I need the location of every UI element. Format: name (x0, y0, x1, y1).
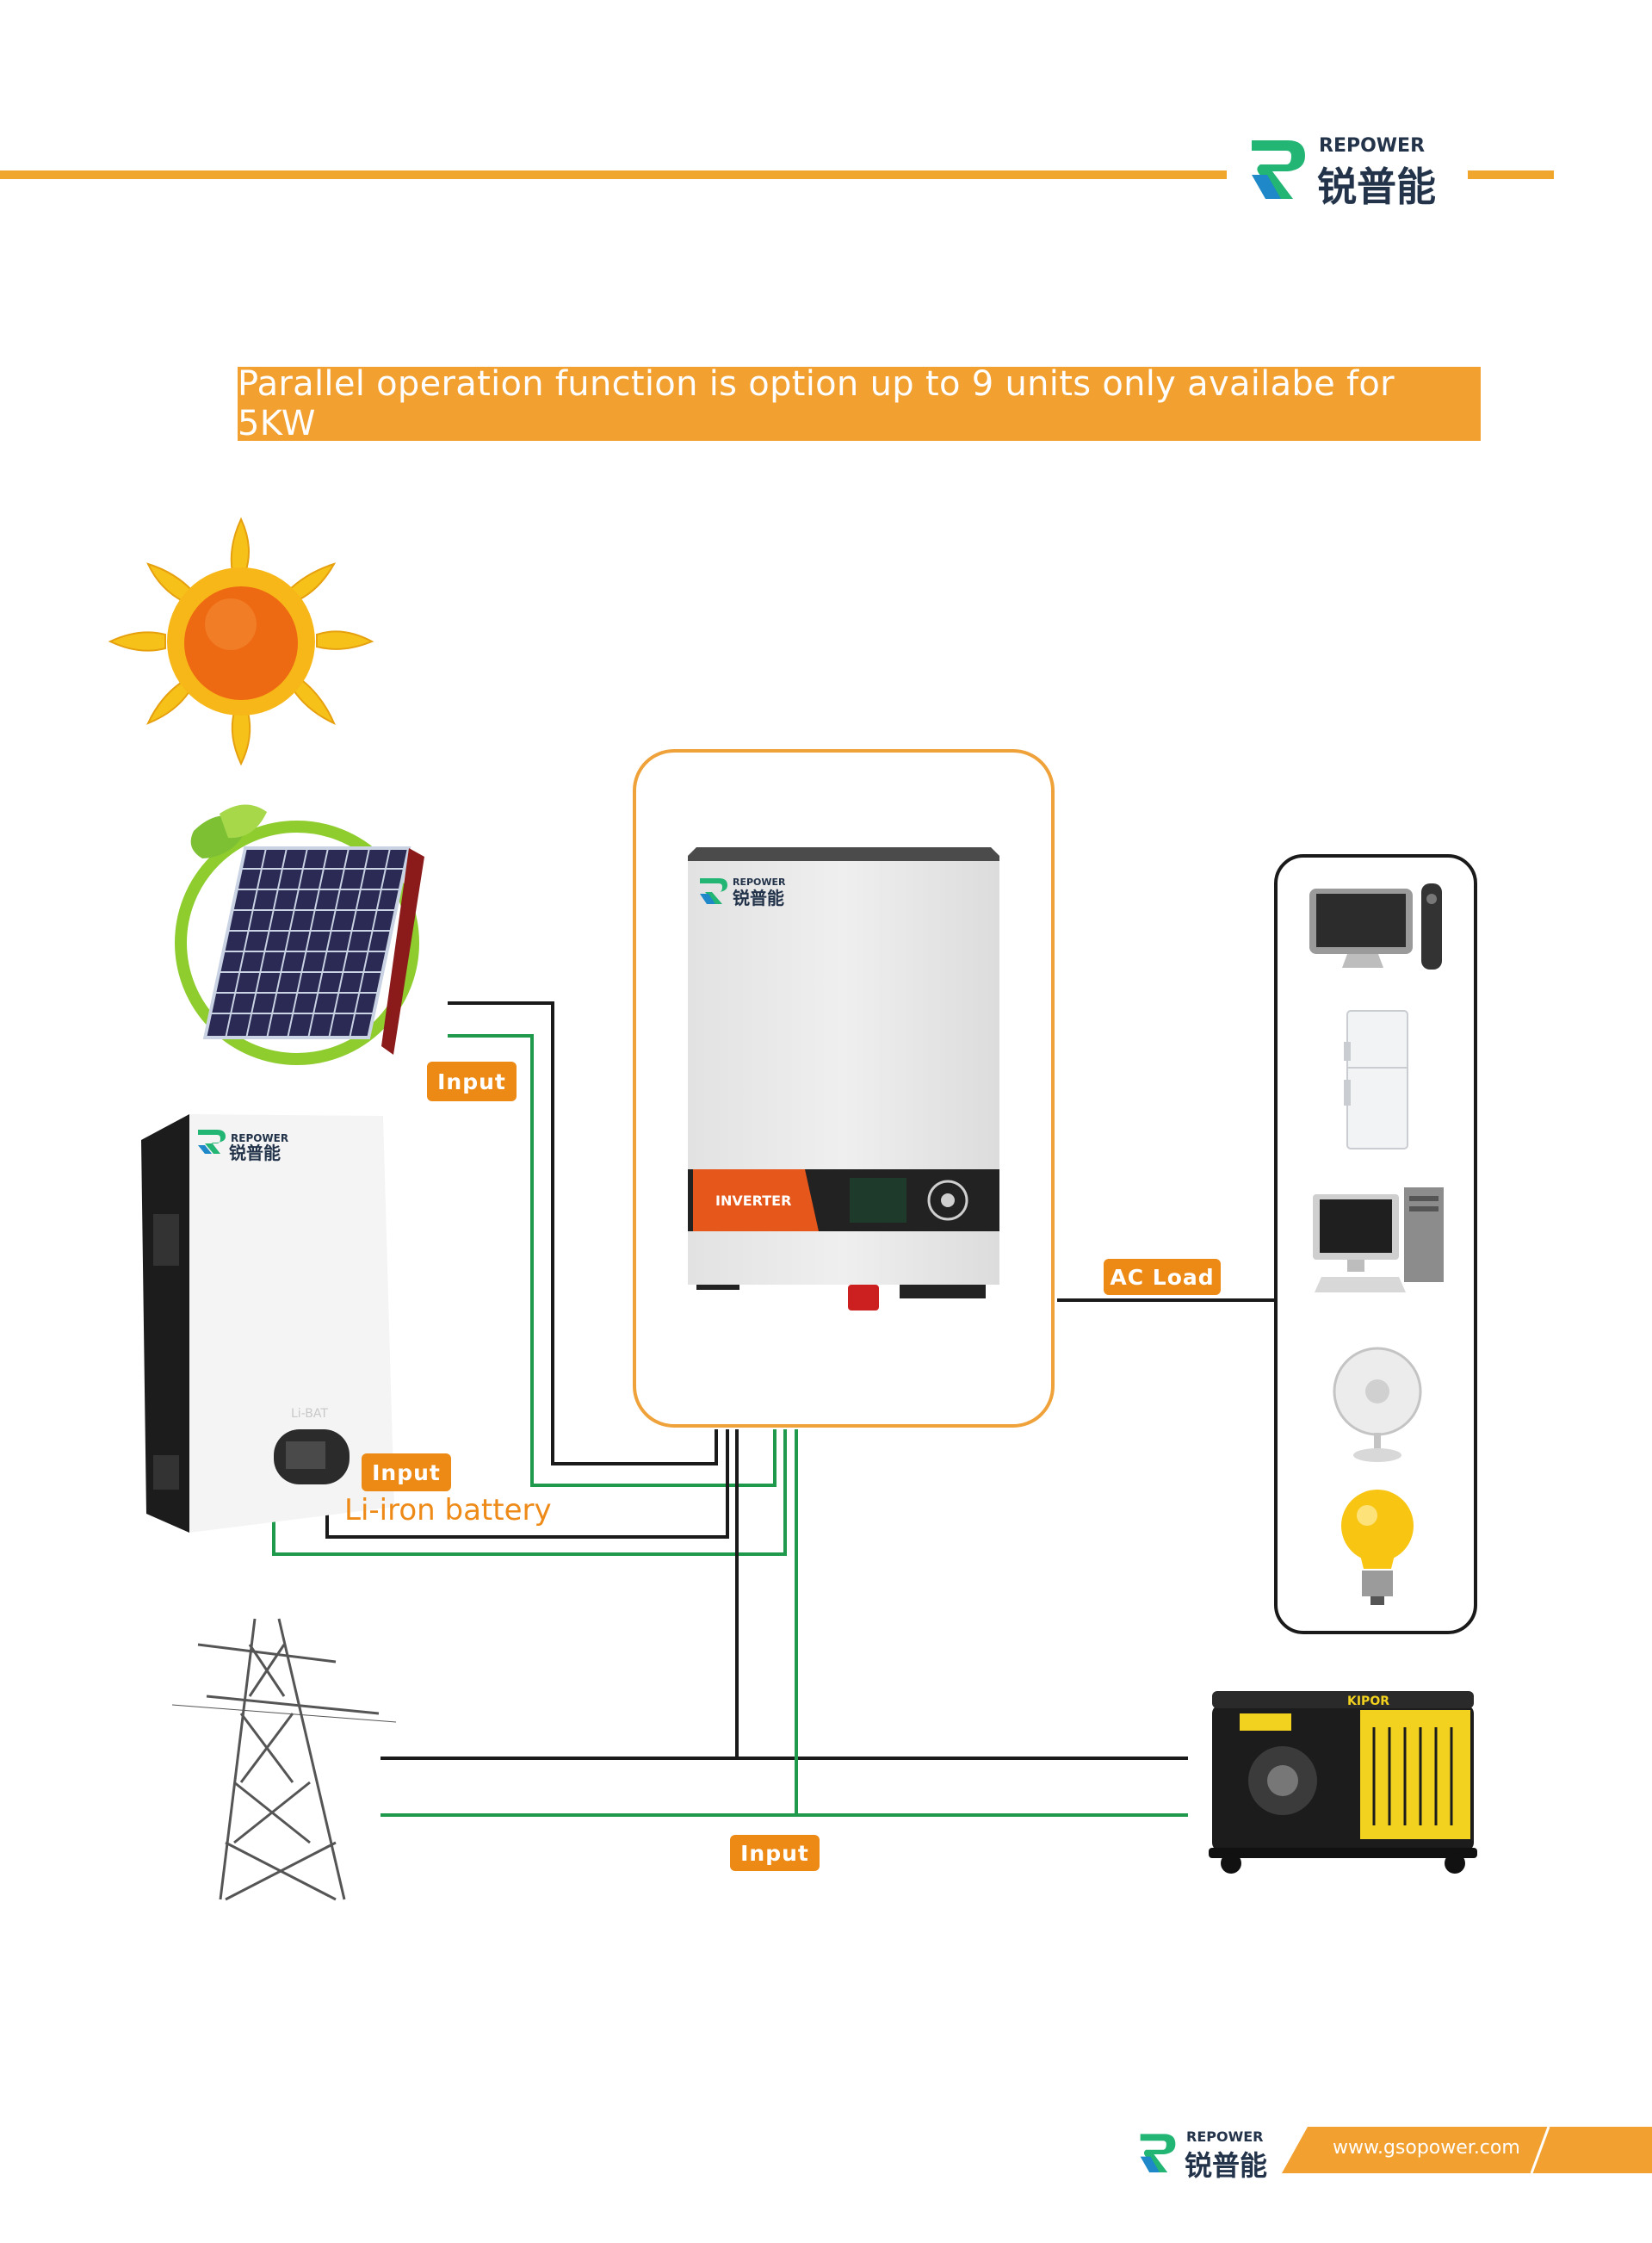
wire-solar-green (448, 1034, 777, 1487)
header-brand-en: REPOWER (1319, 135, 1426, 157)
solar-panel-icon (175, 804, 424, 1065)
header-brand-cn: 锐普能 (1317, 164, 1436, 210)
sun-icon (108, 517, 374, 766)
battery-input-label: Input (362, 1453, 451, 1491)
tv-icon (1309, 883, 1442, 970)
battery-model: Li-BAT (291, 1407, 328, 1421)
ac-load-panel (1274, 854, 1477, 1634)
footer-url-band (1282, 2127, 1652, 2173)
inverter-panel-label: INVERTER (715, 1193, 791, 1209)
inverter-brand-en: REPOWER (733, 877, 786, 888)
solar-input-label: Input (427, 1062, 517, 1101)
fridge-icon (1344, 1010, 1408, 1149)
battery-brand-en: REPOWER (231, 1132, 288, 1144)
banner: Parallel operation function is option up… (238, 364, 1481, 443)
computer-icon (1313, 1187, 1444, 1292)
battery-name-label: Li-iron battery (344, 1493, 552, 1527)
battery-icon: REPOWER 锐普能 Li-BAT (141, 1114, 394, 1533)
grid-input-label: Input (730, 1835, 820, 1871)
footer-logo: REPOWER 锐普能 (1138, 2128, 1276, 2182)
generator-brand: KIPOR (1347, 1695, 1389, 1708)
bulb-icon (1341, 1490, 1414, 1605)
battery-brand-cn: 锐普能 (229, 1143, 281, 1163)
footer-brand-cn: 锐普能 (1185, 2149, 1268, 2182)
header-rule-left (0, 170, 1227, 179)
inverter-icon: REPOWER 锐普能 INVERTER (688, 847, 999, 1310)
repower-logo-icon (1252, 140, 1305, 199)
header-rule-right (1468, 170, 1554, 179)
inverter-brand-cn: 锐普能 (733, 888, 784, 908)
wire-battery-green (272, 1429, 787, 1556)
header-logo: REPOWER 锐普能 (1248, 133, 1455, 210)
generator-icon: KIPOR (1209, 1691, 1477, 1874)
footer-brand-en: REPOWER (1186, 2128, 1264, 2145)
wire-solar-black (448, 1001, 718, 1465)
fan-icon (1333, 1347, 1422, 1462)
ac-load-label: AC Load (1104, 1259, 1221, 1295)
repower-logo-icon (1140, 2134, 1176, 2172)
inverter-frame (633, 749, 1055, 1428)
footer-url[interactable]: www.gsopower.com (1333, 2137, 1520, 2159)
pylon-icon (172, 1618, 396, 1901)
wire-battery-black (325, 1429, 729, 1539)
